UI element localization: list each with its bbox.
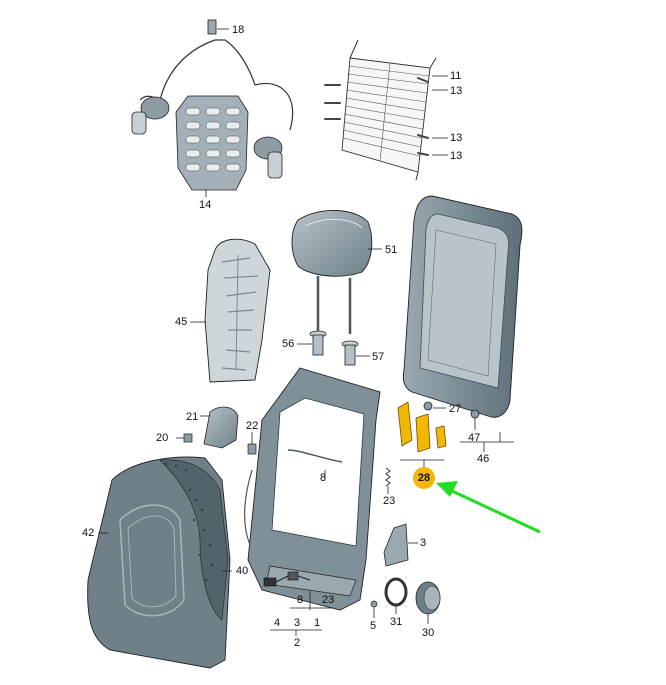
callout-11: 11 [450, 70, 462, 82]
part-47-screw [470, 409, 480, 430]
part-28-brackets [397, 401, 447, 468]
callout-18: 18 [232, 24, 245, 36]
callout-51: 51 [385, 244, 398, 256]
callout-1: 1 [314, 617, 321, 629]
callout-56: 56 [282, 338, 295, 350]
callout-31: 31 [390, 616, 403, 628]
part-8-backrest-frame [244, 367, 381, 611]
callout-23-spring: 23 [383, 495, 396, 507]
part-23-spring [385, 467, 391, 494]
callout-5: 5 [370, 620, 377, 632]
callout-57: 57 [372, 351, 385, 363]
part-57-guide [341, 340, 370, 366]
part-20-screw [176, 433, 193, 443]
callout-3-bottom: 3 [294, 617, 301, 629]
callout-21: 21 [186, 411, 199, 423]
part-14-lumbar-support [131, 39, 294, 197]
callout-3: 3 [420, 537, 427, 549]
part-51-headrest [291, 210, 382, 334]
part-56-guide [297, 330, 327, 356]
part-27-screw [423, 401, 446, 411]
callout-42: 42 [82, 527, 95, 539]
callout-8-frame: 8 [320, 472, 327, 484]
part-31-ring [384, 577, 408, 614]
part-3-bracket [383, 523, 418, 567]
part-30-knob [415, 581, 441, 624]
callout-23-bottom: 23 [322, 594, 335, 606]
callout-28-highlight: 28 [413, 467, 435, 489]
callout-40: 40 [236, 565, 249, 577]
part-42-backrest-cover [87, 456, 232, 669]
callout-46: 46 [477, 453, 490, 465]
callout-14: 14 [199, 199, 212, 211]
callout-8-bottom: 8 [297, 594, 304, 606]
part-45-pad [190, 238, 271, 383]
part-46-backrest-shell [402, 195, 523, 452]
part-5-screw [370, 600, 378, 618]
part-21-cover [200, 406, 239, 449]
callout-2: 2 [294, 637, 301, 649]
pointer-arrow [436, 481, 541, 534]
part-11-suspension-mat [324, 39, 448, 181]
callout-45: 45 [175, 316, 188, 328]
callout-22: 22 [246, 420, 259, 432]
callout-13-top: 13 [450, 85, 463, 97]
part-22-clip [247, 432, 257, 455]
callout-47: 47 [468, 432, 481, 444]
callout-13-mid: 13 [450, 132, 463, 144]
group-bracket-lines [270, 590, 334, 636]
callout-27: 27 [449, 403, 462, 415]
callout-20: 20 [156, 432, 169, 444]
callout-30: 30 [422, 627, 435, 639]
callout-4: 4 [274, 617, 281, 629]
part-4-connector [263, 571, 311, 587]
callout-13-low: 13 [450, 150, 463, 162]
part-18-clip [207, 19, 229, 35]
